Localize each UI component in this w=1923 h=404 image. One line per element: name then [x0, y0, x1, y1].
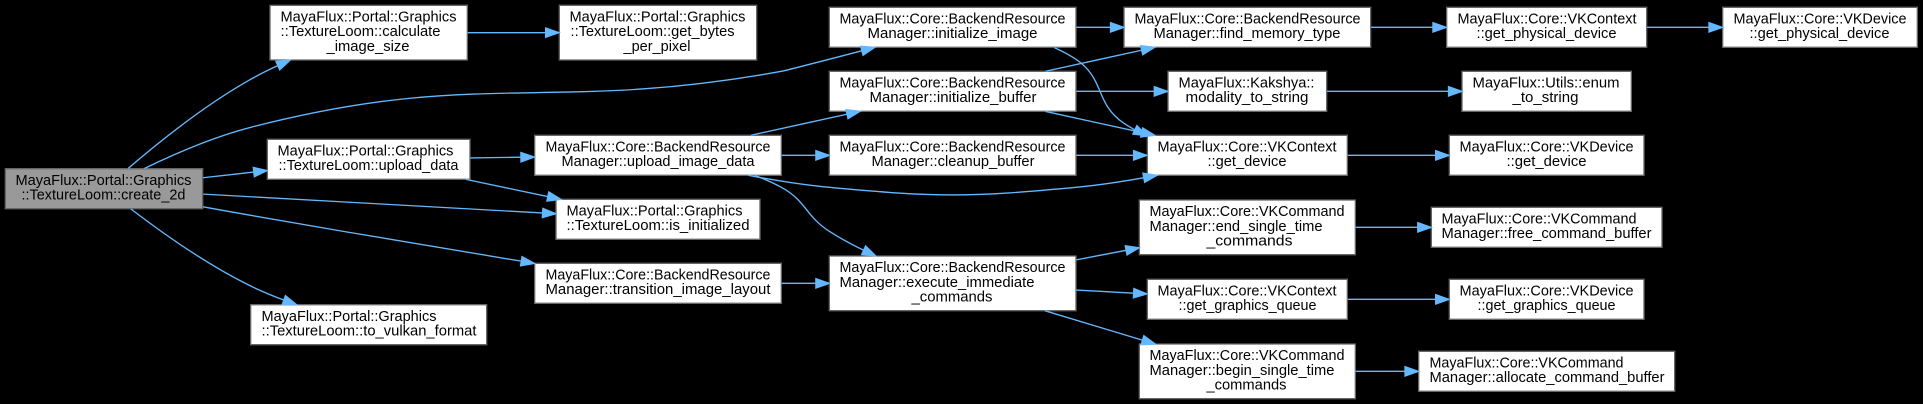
svg-text:Manager::initialize_buffer: Manager::initialize_buffer [870, 89, 1037, 106]
svg-text:_commands: _commands [1205, 233, 1292, 250]
svg-text:MayaFlux::Portal::Graphics: MayaFlux::Portal::Graphics [567, 203, 743, 220]
svg-text:Manager::execute_immediate: Manager::execute_immediate [840, 274, 1035, 291]
svg-text:MayaFlux::Core::BackendResourc: MayaFlux::Core::BackendResource [840, 75, 1066, 92]
svg-text:::get_physical_device: ::get_physical_device [1749, 25, 1889, 42]
svg-text:Manager::begin_single_time: Manager::begin_single_time [1150, 362, 1335, 379]
svg-text:MayaFlux::Core::BackendResourc: MayaFlux::Core::BackendResource [840, 11, 1066, 28]
svg-text:::get_graphics_queue: ::get_graphics_queue [1478, 297, 1616, 314]
svg-text:_per_pixel: _per_pixel [623, 38, 691, 55]
svg-text:MayaFlux::Core::VKContext: MayaFlux::Core::VKContext [1158, 139, 1338, 156]
svg-text:::get_physical_device: ::get_physical_device [1477, 25, 1617, 42]
svg-text:MayaFlux::Core::BackendResourc: MayaFlux::Core::BackendResource [546, 139, 771, 156]
svg-text:::TextureLoom::calculate: ::TextureLoom::calculate [281, 23, 441, 40]
svg-text:Manager::initialize_image: Manager::initialize_image [868, 25, 1038, 42]
svg-text:MayaFlux::Core::VKCommand: MayaFlux::Core::VKCommand [1442, 211, 1637, 228]
svg-text:_commands: _commands [911, 289, 993, 306]
svg-text:MayaFlux::Utils::enum: MayaFlux::Utils::enum [1473, 75, 1620, 92]
svg-text:Manager::cleanup_buffer: Manager::cleanup_buffer [872, 153, 1035, 170]
svg-text:MayaFlux::Portal::Graphics: MayaFlux::Portal::Graphics [569, 9, 745, 26]
svg-text:MayaFlux::Core::BackendResourc: MayaFlux::Core::BackendResource [1134, 11, 1360, 28]
svg-text:::TextureLoom::upload_data: ::TextureLoom::upload_data [279, 157, 460, 174]
svg-text:::get_device: ::get_device [1507, 153, 1587, 170]
svg-text:MayaFlux::Core::BackendResourc: MayaFlux::Core::BackendResource [546, 267, 771, 284]
svg-text:::TextureLoom::is_initialized: ::TextureLoom::is_initialized [567, 217, 750, 234]
svg-text:Manager::upload_image_data: Manager::upload_image_data [562, 153, 756, 170]
svg-text:::get_graphics_queue: ::get_graphics_queue [1178, 297, 1316, 314]
svg-text:::get_device: ::get_device [1208, 153, 1287, 170]
svg-text:MayaFlux::Portal::Graphics: MayaFlux::Portal::Graphics [15, 172, 191, 189]
svg-text:MayaFlux::Core::VKCommand: MayaFlux::Core::VKCommand [1150, 203, 1345, 220]
svg-text:::TextureLoom::get_bytes: ::TextureLoom::get_bytes [571, 23, 735, 40]
svg-text:Manager::allocate_command_buff: Manager::allocate_command_buffer [1430, 369, 1665, 386]
svg-text:_image_size: _image_size [326, 38, 410, 55]
svg-text:Manager::find_memory_type: Manager::find_memory_type [1154, 25, 1341, 42]
svg-text:MayaFlux::Core::VKDevice: MayaFlux::Core::VKDevice [1460, 283, 1634, 300]
svg-text:::TextureLoom::to_vulkan_forma: ::TextureLoom::to_vulkan_format [262, 323, 478, 340]
svg-text:MayaFlux::Core::BackendResourc: MayaFlux::Core::BackendResource [840, 139, 1066, 156]
svg-text:Manager::transition_image_layo: Manager::transition_image_layout [546, 281, 772, 298]
svg-text:MayaFlux::Core::VKDevice: MayaFlux::Core::VKDevice [1734, 11, 1907, 28]
svg-text:MayaFlux::Core::VKCommand: MayaFlux::Core::VKCommand [1430, 355, 1624, 372]
svg-text:MayaFlux::Core::VKContext: MayaFlux::Core::VKContext [1458, 11, 1638, 28]
svg-text:MayaFlux::Kakshya::: MayaFlux::Kakshya:: [1179, 75, 1315, 92]
svg-text:_to_string: _to_string [1511, 89, 1578, 106]
svg-text:modality_to_string: modality_to_string [1186, 89, 1309, 106]
svg-text:Manager::end_single_time: Manager::end_single_time [1150, 218, 1323, 235]
svg-text:MayaFlux::Core::VKDevice: MayaFlux::Core::VKDevice [1460, 139, 1634, 156]
svg-text:MayaFlux::Portal::Graphics: MayaFlux::Portal::Graphics [281, 9, 457, 26]
svg-text:MayaFlux::Portal::Graphics: MayaFlux::Portal::Graphics [277, 143, 453, 160]
svg-text:_commands: _commands [1206, 377, 1287, 394]
svg-text:MayaFlux::Core::VKCommand: MayaFlux::Core::VKCommand [1150, 347, 1345, 364]
svg-text:MayaFlux::Core::VKContext: MayaFlux::Core::VKContext [1158, 283, 1338, 300]
svg-text:MayaFlux::Portal::Graphics: MayaFlux::Portal::Graphics [262, 308, 437, 325]
svg-text:MayaFlux::Core::BackendResourc: MayaFlux::Core::BackendResource [840, 259, 1066, 276]
svg-text:Manager::free_command_buffer: Manager::free_command_buffer [1442, 225, 1652, 242]
svg-text:::TextureLoom::create_2d: ::TextureLoom::create_2d [21, 187, 185, 204]
